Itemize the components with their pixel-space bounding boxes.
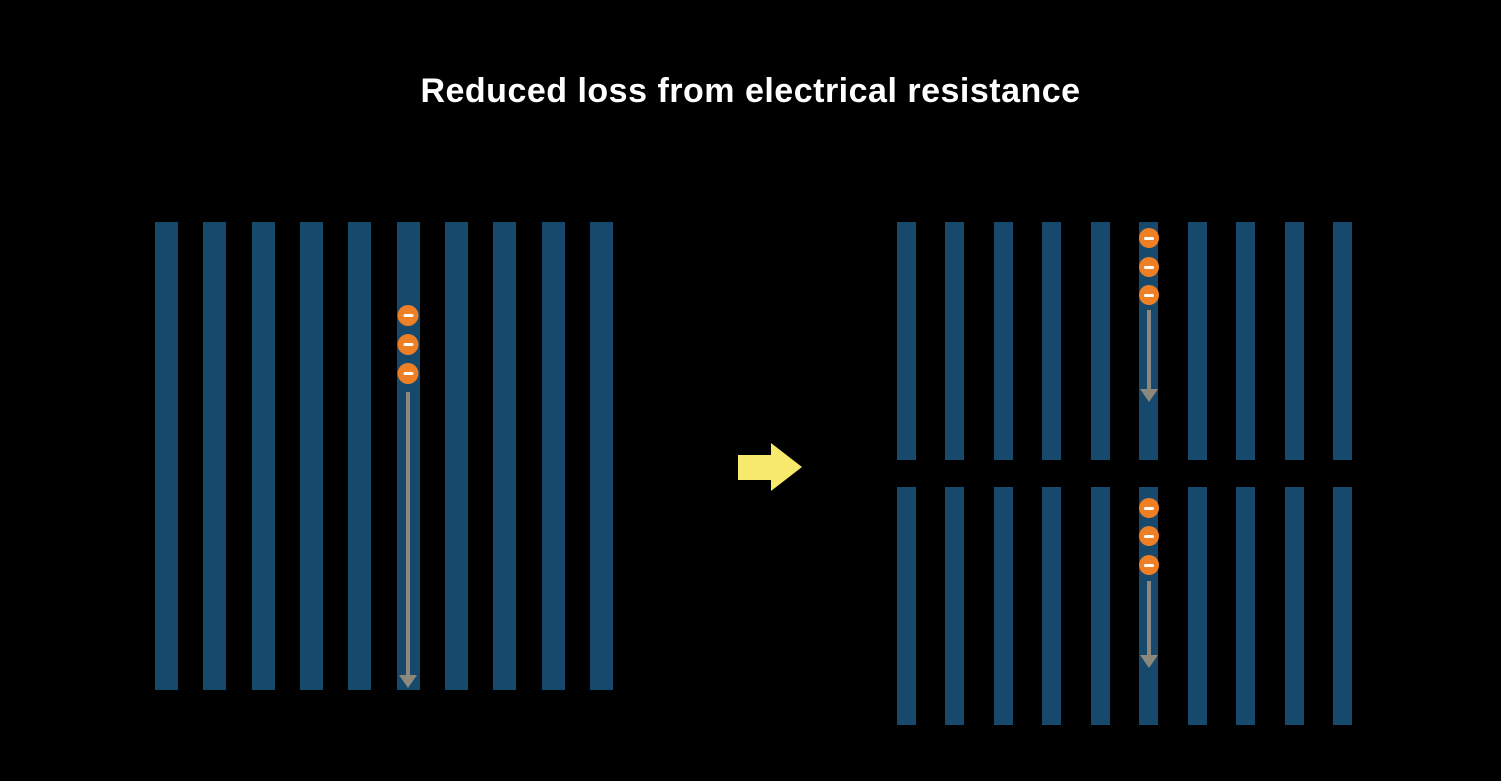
electron-icon	[1138, 526, 1159, 546]
cell-bar	[1138, 222, 1159, 460]
minus-icon	[1143, 506, 1154, 510]
down-arrow-icon	[1146, 310, 1151, 389]
down-arrow-head	[399, 675, 418, 688]
cell-bar	[1332, 222, 1352, 460]
minus-icon	[1143, 563, 1154, 567]
cell-bar	[396, 222, 420, 690]
cell-bar	[993, 487, 1013, 725]
down-arrow-icon	[1146, 581, 1151, 655]
minus-icon	[1143, 265, 1154, 269]
cell-bar	[493, 222, 517, 690]
cell-bar	[1236, 487, 1256, 725]
minus-icon	[1143, 293, 1154, 297]
cell-bar	[1138, 487, 1159, 725]
cell-bar	[945, 222, 965, 460]
electron-icon	[1138, 228, 1159, 248]
cell-bar	[348, 222, 372, 690]
electron-icon	[397, 304, 419, 326]
cell-bar	[897, 487, 916, 725]
cell-bar	[541, 222, 565, 690]
right-arrow-head	[771, 443, 802, 491]
cell-bar	[1332, 487, 1352, 725]
full-cell-panel	[155, 222, 613, 690]
right-arrow-icon	[738, 443, 802, 492]
cell-bar	[897, 222, 916, 460]
cell-bar	[1284, 487, 1304, 725]
down-arrow-head	[1139, 655, 1158, 668]
minus-icon	[1143, 534, 1154, 538]
electron-icon	[1138, 285, 1159, 305]
minus-icon	[403, 342, 414, 346]
cell-bar	[1042, 487, 1062, 725]
cell-bar	[1187, 222, 1207, 460]
cell-bar	[1236, 222, 1256, 460]
cell-bar	[155, 222, 178, 690]
down-arrow-icon	[406, 392, 411, 675]
half-cell-bottom-panel	[897, 487, 1352, 725]
diagram-title: Reduced loss from electrical resistance	[420, 72, 1081, 110]
cell-bar	[1090, 487, 1110, 725]
cell-bar	[444, 222, 468, 690]
cell-bar	[299, 222, 323, 690]
down-arrow-head	[1139, 389, 1158, 402]
cell-bar	[1042, 222, 1062, 460]
minus-icon	[403, 313, 414, 317]
cell-bar	[203, 222, 227, 690]
minus-icon	[403, 371, 414, 375]
right-arrow-shaft	[738, 455, 771, 480]
electron-icon	[1138, 257, 1159, 277]
cell-bar	[1090, 222, 1110, 460]
electron-icon	[397, 333, 419, 355]
cell-bar	[1284, 222, 1304, 460]
cell-bar	[251, 222, 275, 690]
cell-bar	[589, 222, 613, 690]
cell-bar	[945, 487, 965, 725]
minus-icon	[1143, 236, 1154, 240]
cell-bar	[1187, 487, 1207, 725]
electron-icon	[397, 362, 419, 384]
electron-icon	[1138, 555, 1159, 575]
electron-icon	[1138, 498, 1159, 518]
half-cell-top-panel	[897, 222, 1352, 460]
cell-bar	[993, 222, 1013, 460]
